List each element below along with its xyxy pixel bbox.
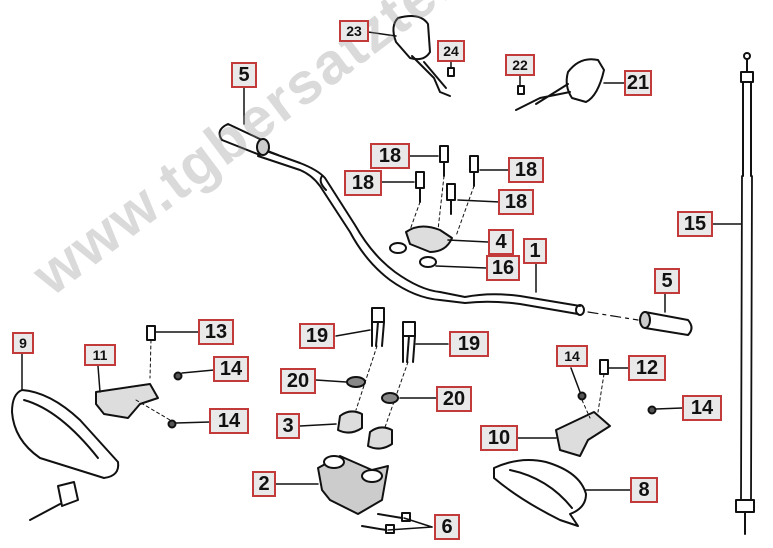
clamp-bolts-part [409, 145, 479, 237]
bolt-13-part [146, 325, 156, 379]
callout-11: 11 [84, 344, 116, 366]
right-bracket-part [555, 399, 611, 457]
leader-lines [21, 31, 742, 531]
callout-22: 22 [505, 54, 535, 76]
bolt-12-part [597, 359, 609, 413]
callout-13: 13 [198, 319, 234, 345]
callout-19-a: 19 [299, 323, 335, 349]
callout-2: 2 [252, 471, 276, 497]
callout-15: 15 [677, 211, 713, 237]
nuts-part [167, 371, 657, 429]
callout-8: 8 [630, 477, 658, 503]
callout-1: 1 [523, 238, 547, 264]
callout-10: 10 [480, 425, 518, 451]
riser-base-part [317, 455, 389, 515]
callout-18-a: 18 [370, 143, 410, 169]
callout-5-left-grip: 5 [231, 62, 257, 88]
right-grip-part [587, 311, 693, 336]
callout-9: 9 [12, 332, 34, 354]
handlebar-part [257, 147, 585, 316]
right-handguard-part [493, 459, 587, 527]
callout-14-b: 14 [209, 408, 249, 434]
washers-part [346, 376, 399, 404]
callout-20-b: 20 [436, 386, 472, 412]
callout-18-c: 18 [344, 170, 382, 196]
callout-4: 4 [488, 229, 514, 255]
callout-20-a: 20 [280, 368, 316, 394]
callout-12: 12 [628, 355, 666, 381]
callout-19-b: 19 [449, 331, 489, 357]
callout-24: 24 [437, 40, 465, 62]
left-grip-part [218, 123, 313, 169]
callout-18-b: 18 [508, 157, 544, 183]
riser-bolts-part [355, 307, 416, 431]
callout-21: 21 [624, 70, 652, 96]
bushings-part [337, 410, 393, 450]
right-mirror-part [515, 58, 605, 111]
callout-16: 16 [486, 255, 520, 281]
callout-14-a: 14 [213, 356, 249, 382]
callout-6: 6 [434, 514, 460, 540]
riser-mount-bolts-part [361, 512, 411, 534]
left-handguard-part [11, 389, 120, 521]
callout-18-d: 18 [498, 189, 534, 215]
upper-clamp-part [389, 225, 453, 268]
callout-3: 3 [276, 413, 300, 439]
throttle-cable-part [735, 52, 755, 535]
callout-23: 23 [339, 20, 369, 42]
callout-14-d: 14 [682, 395, 722, 421]
callout-14-c: 14 [556, 345, 588, 367]
callout-5-right-grip: 5 [654, 268, 680, 294]
left-bracket-part [95, 383, 171, 421]
